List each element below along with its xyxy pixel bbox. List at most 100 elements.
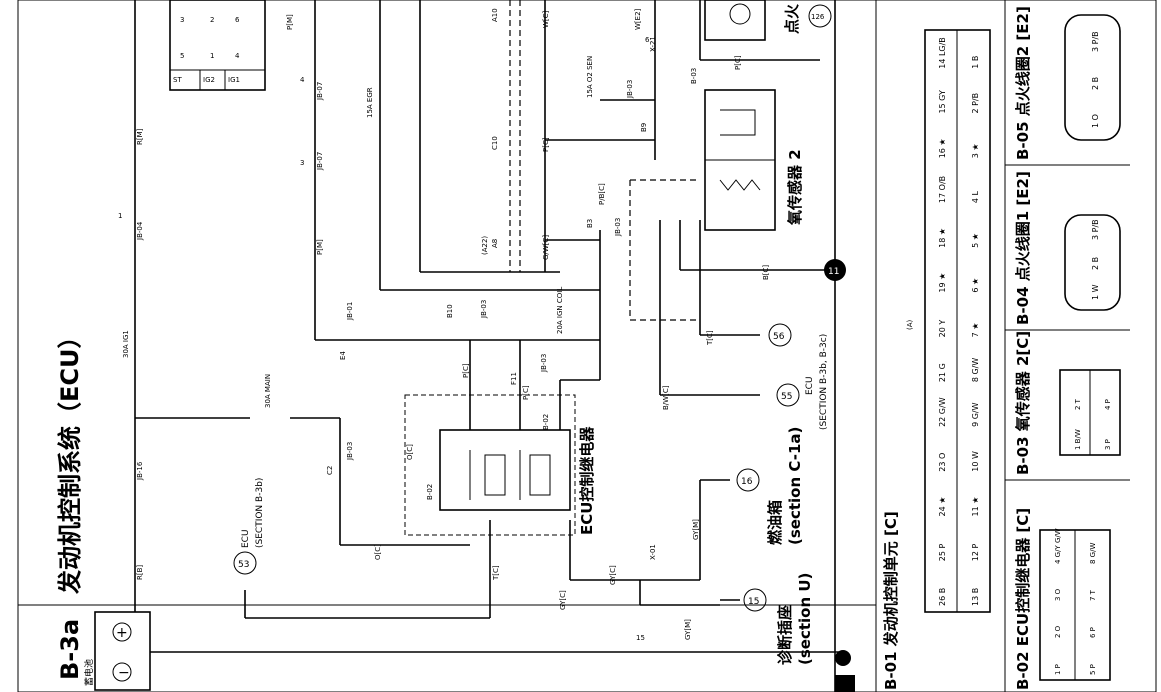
fuel-tank-section: (section C-1a) (786, 427, 804, 545)
switch-cell-1: 1 (210, 52, 214, 60)
wire-wc: W[C] (542, 10, 550, 28)
wire-pm-1: P[M] (286, 14, 294, 30)
ref-16: 16 (736, 468, 760, 492)
connector-b05-cell: 2 B (1091, 77, 1100, 90)
connector-b02-cell: 3 O (1054, 588, 1062, 601)
battery-label: 蓄电池 (83, 659, 95, 686)
wire-oc-1: O[C] (406, 444, 414, 460)
junction-jb07-a: JB-07 (316, 82, 324, 101)
connector-b01-cell: 22 G/W (938, 397, 947, 427)
connector-b02-cell: 2 O (1054, 625, 1062, 638)
pin-b9: B9 (640, 123, 648, 132)
wire-pc-3: P[C] (542, 137, 550, 152)
pin-a22: (A22) (481, 236, 489, 255)
wire-gyc-2: GY[C] (609, 565, 617, 585)
ref-126: 126 (808, 4, 832, 28)
wires (134, 0, 840, 692)
switch-cell-st: ST (173, 76, 182, 84)
svg-text:56: 56 (773, 332, 785, 342)
connector-b01-cell: 10 W (971, 451, 980, 472)
switch-cell-2: 2 (210, 16, 214, 24)
wire-rb: R[B] (136, 565, 144, 580)
pin-a10: A10 (491, 8, 499, 22)
connector-b01-label-a: (A) (906, 319, 914, 330)
switch-cell-5: 5 (180, 52, 184, 60)
pin-a8: A8 (491, 239, 499, 248)
ref-11: 11 (824, 259, 846, 281)
pin-e4: E4 (339, 351, 347, 360)
junction-x01: X-01 (649, 544, 657, 560)
junction-jb03-b: JB-03 (480, 300, 488, 319)
connector-b02-cell: 6 P (1089, 627, 1097, 638)
wire-rm: R[M] (136, 128, 144, 145)
switch-cell-4: 4 (235, 52, 240, 60)
connector-b01-cell: 4 L (971, 190, 980, 203)
diag-socket-label: 诊断插座 (776, 605, 794, 665)
connector-b01-cell: 23 O (938, 453, 947, 472)
junction-jb07-b: JB-07 (316, 152, 324, 171)
connector-b01-cell: 13 B (971, 588, 980, 606)
connector-b04-cell: 3 P/B (1091, 219, 1100, 240)
wire-bwc: B/W[C] (662, 385, 670, 410)
connector-b02-cell: 5 P (1089, 664, 1097, 675)
connector-b02-cell: 7 T (1089, 589, 1097, 601)
wire-pc-4: P[C] (734, 55, 742, 70)
connector-panel: B-01 发动机控制单元 [C] (A) 26 B25 P24 ★23 O22 … (882, 0, 1130, 692)
ignition-unit: 点火 (704, 0, 801, 41)
wire-tc-2: T[C] (706, 330, 714, 346)
junction-jb04: JB-04 (136, 221, 144, 241)
connector-b04-body (1064, 214, 1121, 311)
connector-b02-cell: 8 G/W (1089, 543, 1097, 564)
wire-oc-2: O[C] (374, 544, 382, 560)
connector-b01-cell: 19 ★ (938, 273, 947, 293)
connector-b01-cell: 9 G/W (971, 402, 980, 427)
junction-b02-a: B-02 (426, 484, 434, 500)
svg-text:55: 55 (781, 392, 792, 402)
connector-b01-cell: 26 B (938, 588, 947, 606)
pin-1: 1 (118, 212, 122, 220)
pin-b3: B3 (586, 219, 594, 228)
connector-b01-cell: 24 ★ (938, 497, 947, 517)
connector-b01-cell: 20 Y (938, 320, 947, 338)
connector-b01-cell: 5 ★ (971, 233, 980, 248)
o2-sensor-label: 氧传感器 2 (786, 149, 804, 226)
svg-text:(SECTION B-3b, B-3c): (SECTION B-3b, B-3c) (819, 334, 829, 430)
wire-pc-1: P[C] (462, 363, 470, 378)
connector-b03-title: B-03 氧传感器 2[C] (1014, 331, 1032, 475)
wire-pm-2: P[M] (316, 239, 324, 255)
fuse-20a-ign: 20A IGN COIL (556, 287, 564, 334)
connector-b05-cell: 1 O (1091, 114, 1100, 128)
ground-symbol (835, 650, 855, 692)
connector-b03-cell: 4 P (1104, 399, 1112, 410)
junction-jb16: JB-16 (136, 461, 144, 481)
switch-cell-6: 6 (235, 16, 240, 24)
diag-socket-section: (section U) (796, 573, 814, 665)
page-frame (17, 0, 1157, 692)
wire-tc-1: T[C] (492, 565, 500, 581)
wire-gyc-1: GY[C] (559, 590, 567, 610)
junction-jb03-e: JB-03 (626, 80, 634, 99)
connector-b01-cell: 12 P (971, 544, 980, 562)
ref-15: 15 (743, 588, 767, 612)
ref-56: 56 (768, 323, 792, 347)
connector-b01-cell: 11 ★ (971, 497, 980, 517)
connector-b02-cell: 4 G/Y G/W (1054, 528, 1062, 564)
connector-b05-body (1064, 14, 1121, 141)
svg-text:126: 126 (811, 13, 825, 21)
junction-b03-a: B-03 (690, 68, 698, 84)
connector-b01-cell: 18 ★ (938, 228, 947, 248)
connector-b01-cell: 2 P/B (971, 93, 980, 114)
wire-gym-2: GY[M] (684, 619, 692, 640)
wire-gym-1: GY[M] (692, 519, 700, 540)
ref-53: 53 ECU (SECTION B-3b) (233, 478, 265, 575)
connector-b03-cell: 2 T (1074, 398, 1082, 410)
wire-bc: B[C] (762, 265, 770, 280)
pin-3: 3 (300, 159, 304, 167)
svg-text:16: 16 (741, 477, 753, 487)
fuse-30a-main: 30A MAIN (264, 374, 272, 408)
connector-b05-cell: 3 P/B (1091, 31, 1100, 52)
connector-b02-title: B-02 ECU控制继电器 [C] (1014, 508, 1032, 690)
section-id: B-3a (56, 619, 84, 680)
pin-f11: F11 (510, 372, 518, 385)
